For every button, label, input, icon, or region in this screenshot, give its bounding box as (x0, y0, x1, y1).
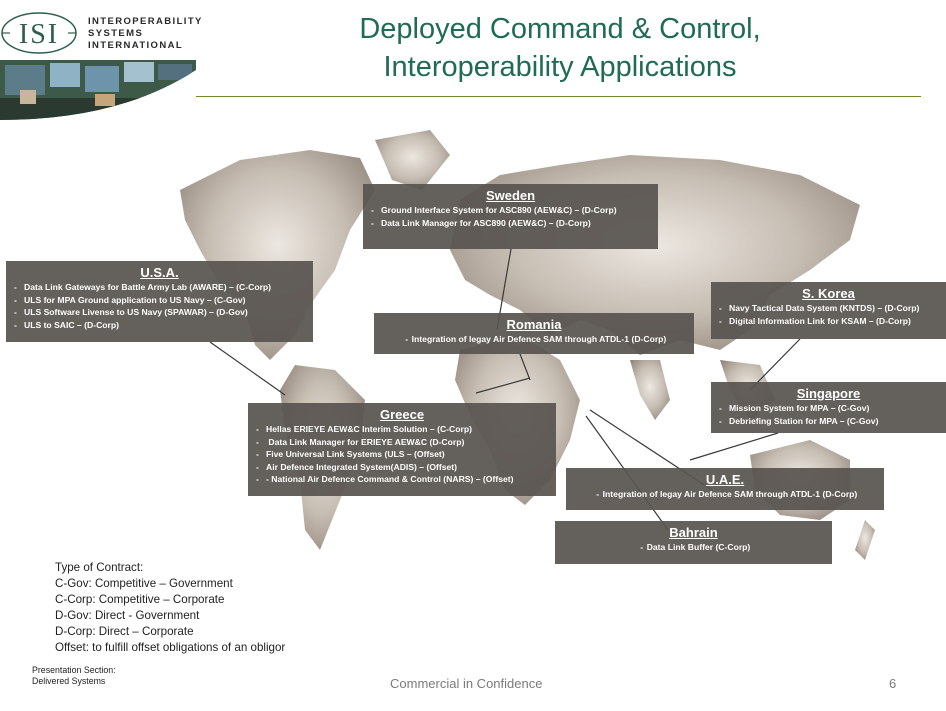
country-box-greece: Greece Hellas ERIEYE AEW&C Interim Solut… (248, 403, 556, 496)
country-list-romania: Integration of legay Air Defence SAM thr… (382, 333, 686, 346)
list-item: - National Air Defence Command & Control… (256, 473, 548, 486)
country-title-uae: U.A.E. (705, 472, 745, 487)
legend-line: D-Gov: Direct - Government (55, 609, 200, 622)
country-list-greece: Hellas ERIEYE AEW&C Interim Solution – (… (256, 423, 548, 486)
list-item: Navy Tactical Data System (KNTDS) – (D-C… (719, 302, 938, 315)
logo-wordmark: INTEROPERABILITY SYSTEMS INTERNATIONAL (88, 16, 203, 52)
map-north-america (180, 150, 375, 360)
list-item: ULS Software Livense to US Navy (SPAWAR)… (14, 306, 305, 319)
country-title-greece: Greece (379, 407, 425, 422)
country-title-usa: U.S.A. (140, 265, 179, 280)
country-title-s-korea: S. Korea (802, 286, 855, 301)
list-item: Debriefing Station for MPA – (C-Gov) (719, 415, 938, 428)
page-title: Deployed Command & Control, Interoperabi… (250, 10, 870, 86)
map-new-zealand (855, 520, 875, 560)
country-title-bahrain: Bahrain (669, 525, 718, 540)
list-item: Integration of legay Air Defence SAM thr… (382, 333, 686, 346)
list-item: Data Link Manager for ERIEYE AEW&C (D-Co… (256, 436, 548, 449)
section-label: Presentation Section: (32, 665, 116, 675)
country-box-sweden: Sweden Ground Interface System for ASC89… (363, 184, 658, 249)
list-item: Ground Interface System for ASC890 (AEW&… (371, 204, 650, 217)
legend-line: D-Corp: Direct – Corporate (55, 625, 194, 638)
legend-heading: Type of Contract: (55, 561, 144, 574)
country-box-singapore: Singapore Mission System for MPA – (C-Go… (711, 382, 946, 433)
section-name: Delivered Systems (32, 676, 106, 686)
confidentiality-notice: Commercial in Confidence (390, 676, 543, 691)
list-item: Air Defence Integrated System(ADIS) – (O… (256, 461, 548, 474)
country-list-s-korea: Navy Tactical Data System (KNTDS) – (D-C… (719, 302, 938, 327)
country-list-sweden: Ground Interface System for ASC890 (AEW&… (371, 204, 650, 229)
presentation-section: Presentation Section: Delivered Systems (32, 665, 116, 687)
title-line-1: Deployed Command & Control, (359, 13, 761, 45)
list-item: Data Link Buffer (C-Corp) (563, 541, 824, 554)
logo-mark-text: ISI (19, 19, 59, 50)
legend-line: C-Gov: Competitive – Government (55, 577, 233, 590)
country-title-singapore: Singapore (796, 386, 861, 401)
title-rule (196, 96, 921, 97)
list-item: Hellas ERIEYE AEW&C Interim Solution – (… (256, 423, 548, 436)
logo: ISI INTEROPERABILITY SYSTEMS INTERNATION… (0, 0, 203, 120)
country-list-uae: Integration of legay Air Defence SAM thr… (574, 488, 876, 501)
title-line-2: Interoperability Applications (383, 51, 737, 83)
logo-line-3: INTERNATIONAL (88, 40, 184, 51)
map-south-asia (630, 360, 670, 420)
contract-type-legend: Type of Contract: C-Gov: Competitive – G… (55, 560, 285, 656)
country-list-usa: Data Link Gateways for Battle Army Lab (… (14, 281, 305, 331)
control-room-photo (0, 60, 196, 120)
list-item: ULS for MPA Ground application to US Nav… (14, 294, 305, 307)
country-box-romania: Romania Integration of legay Air Defence… (374, 313, 694, 354)
country-title-romania: Romania (506, 317, 562, 332)
isi-logo-mark: ISI (1, 12, 77, 54)
country-title-sweden: Sweden (485, 188, 536, 203)
list-item: Mission System for MPA – (C-Gov) (719, 402, 938, 415)
country-list-singapore: Mission System for MPA – (C-Gov) Debrief… (719, 402, 938, 427)
list-item: Digital Information Link for KSAM – (D-C… (719, 315, 938, 328)
country-box-s-korea: S. Korea Navy Tactical Data System (KNTD… (711, 282, 946, 339)
logo-line-1: INTEROPERABILITY (88, 16, 203, 27)
legend-line: C-Corp: Competitive – Corporate (55, 593, 225, 606)
country-box-uae: U.A.E. Integration of legay Air Defence … (566, 468, 884, 510)
legend-line: Offset: to fulfill offset obligations of… (55, 641, 286, 654)
list-item: Five Universal Link Systems (ULS – (Offs… (256, 448, 548, 461)
list-item: Integration of legay Air Defence SAM thr… (574, 488, 876, 501)
page-number: 6 (889, 676, 897, 691)
country-box-bahrain: Bahrain Data Link Buffer (C-Corp) (555, 521, 832, 564)
list-item: ULS to SAIC – (D-Corp) (14, 319, 305, 332)
country-box-usa: U.S.A. Data Link Gateways for Battle Arm… (6, 261, 313, 342)
list-item: Data Link Manager for ASC890 (AEW&C) – (… (371, 217, 650, 230)
country-list-bahrain: Data Link Buffer (C-Corp) (563, 541, 824, 554)
map-greenland (375, 130, 450, 190)
logo-line-2: SYSTEMS (88, 28, 144, 39)
list-item: Data Link Gateways for Battle Army Lab (… (14, 281, 305, 294)
